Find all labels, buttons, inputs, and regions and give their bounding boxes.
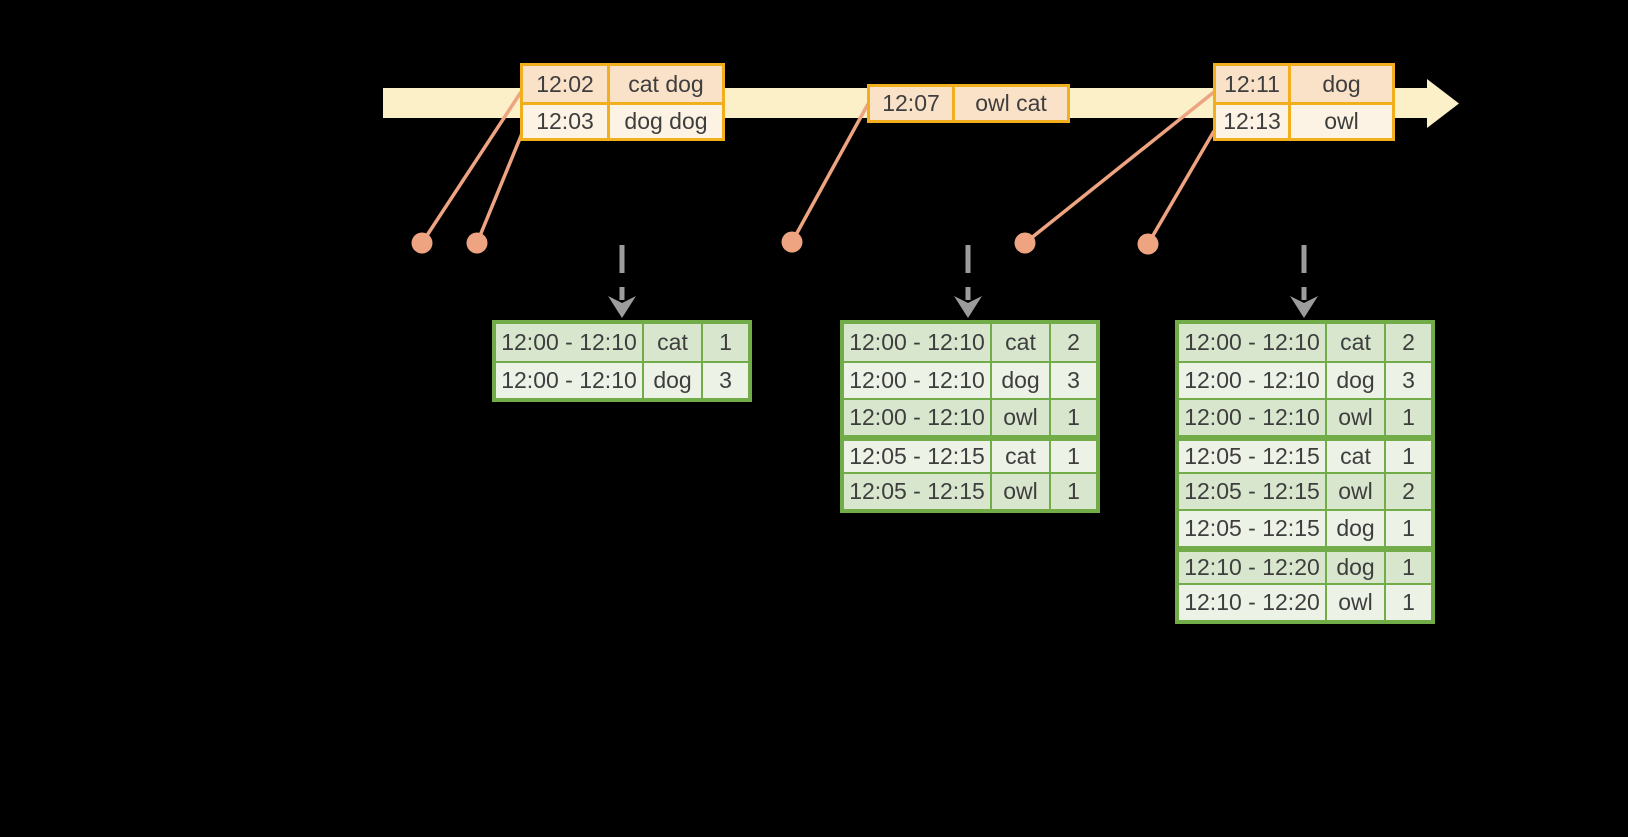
window-cell: 12:00 - 12:10	[844, 398, 990, 435]
trigger-arrow	[1290, 245, 1318, 318]
count-cell: 1	[1049, 472, 1096, 509]
count-cell: 2	[1384, 324, 1431, 361]
count-cell: 1	[1384, 435, 1431, 472]
window-cell: 12:05 - 12:15	[844, 435, 990, 472]
window-cell: 12:00 - 12:10	[1179, 398, 1325, 435]
event-dot	[1014, 232, 1036, 254]
event-connector-line	[1023, 90, 1216, 245]
word-cell: dog	[990, 361, 1049, 398]
words-cell: owl cat	[952, 87, 1067, 120]
window-cell: 12:05 - 12:15	[1179, 509, 1325, 546]
time-cell: 12:07	[870, 87, 952, 120]
words-cell: dog	[1288, 66, 1392, 102]
word-cell: owl	[1325, 583, 1384, 620]
event-dot	[781, 231, 803, 253]
words-cell: owl	[1288, 102, 1392, 138]
count-cell: 1	[1049, 398, 1096, 435]
count-cell: 3	[1049, 361, 1096, 398]
word-cell: owl	[990, 398, 1049, 435]
event-connector-line	[790, 103, 870, 243]
time-cell: 12:11	[1216, 66, 1288, 102]
trigger-arrow	[608, 245, 636, 318]
event-dot	[1137, 233, 1159, 255]
word-cell: cat	[642, 324, 701, 361]
count-cell: 1	[701, 324, 748, 361]
word-cell: cat	[1325, 435, 1384, 472]
count-cell: 1	[1384, 583, 1431, 620]
window-cell: 12:00 - 12:10	[496, 361, 642, 398]
window-cell: 12:05 - 12:15	[1179, 472, 1325, 509]
count-cell: 2	[1049, 324, 1096, 361]
trigger-arrow	[954, 245, 982, 318]
window-cell: 12:00 - 12:10	[844, 324, 990, 361]
word-cell: dog	[642, 361, 701, 398]
window-cell: 12:05 - 12:15	[844, 472, 990, 509]
word-cell: cat	[990, 324, 1049, 361]
word-cell: owl	[1325, 398, 1384, 435]
count-cell: 1	[1049, 435, 1096, 472]
window-cell: 12:00 - 12:10	[844, 361, 990, 398]
word-cell: dog	[1325, 546, 1384, 583]
window-cell: 12:10 - 12:20	[1179, 583, 1325, 620]
window-cell: 12:00 - 12:10	[496, 324, 642, 361]
window-cell: 12:05 - 12:15	[1179, 435, 1325, 472]
words-cell: dog dog	[607, 102, 722, 138]
event-connector-line	[1146, 130, 1216, 245]
event-connector-line	[420, 91, 523, 244]
window-cell: 12:00 - 12:10	[1179, 361, 1325, 398]
word-cell: cat	[1325, 324, 1384, 361]
time-cell: 12:13	[1216, 102, 1288, 138]
event-dot	[466, 232, 488, 254]
word-cell: owl	[990, 472, 1049, 509]
count-cell: 1	[1384, 546, 1431, 583]
count-cell: 3	[1384, 361, 1431, 398]
words-cell: cat dog	[607, 66, 722, 102]
event-connector-line	[475, 130, 525, 244]
word-cell: dog	[1325, 361, 1384, 398]
count-cell: 1	[1384, 398, 1431, 435]
window-cell: 12:10 - 12:20	[1179, 546, 1325, 583]
time-cell: 12:03	[523, 102, 607, 138]
count-cell: 3	[701, 361, 748, 398]
event-dot	[411, 232, 433, 254]
time-cell: 12:02	[523, 66, 607, 102]
count-cell: 2	[1384, 472, 1431, 509]
word-cell: owl	[1325, 472, 1384, 509]
word-cell: dog	[1325, 509, 1384, 546]
word-cell: cat	[990, 435, 1049, 472]
count-cell: 1	[1384, 509, 1431, 546]
window-cell: 12:00 - 12:10	[1179, 324, 1325, 361]
